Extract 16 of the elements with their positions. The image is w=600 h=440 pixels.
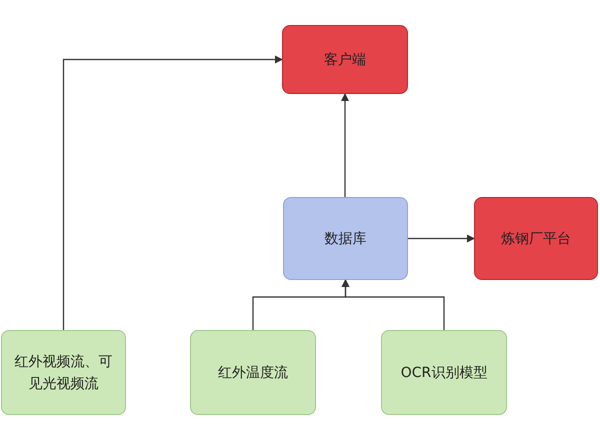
arrow	[341, 93, 349, 197]
arrow	[62, 56, 283, 330]
node-label: 客户端	[324, 50, 366, 70]
process-box	[190, 330, 316, 415]
process-box	[282, 25, 408, 94]
process-box	[283, 197, 408, 280]
arrow	[408, 234, 475, 242]
node-label: OCR识别模型	[400, 364, 488, 382]
node-label: 数据库	[324, 230, 366, 248]
arrow	[342, 279, 445, 330]
node-label: 红外视频流、可见光视频流	[14, 352, 114, 394]
node-label: 炼钢厂平台	[501, 230, 571, 248]
process-box	[381, 330, 507, 415]
process-box	[474, 197, 598, 280]
process-box	[1, 330, 126, 415]
node-label: 红外温度流	[218, 364, 288, 382]
